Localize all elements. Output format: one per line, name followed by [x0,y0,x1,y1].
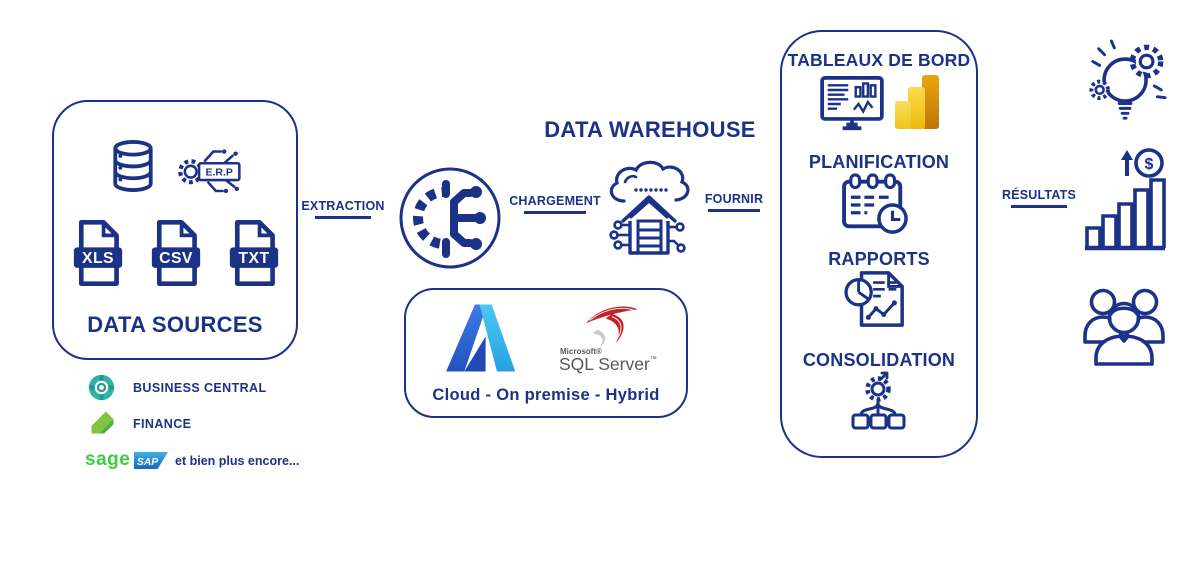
dollar-sign: $ [1145,156,1154,173]
xls-file-icon: XLS [73,220,123,286]
chargement-label: CHARGEMENT [505,194,605,214]
txt-file-icon: TXT [229,220,279,286]
fournir-arrow [708,209,760,212]
extraction-text: EXTRACTION [301,199,385,213]
erp-icon: E.R.P [178,149,241,194]
microsoft-label: Microsoft® [560,347,602,356]
sql-server-tm: ™ [649,356,657,363]
dashboards-title: TABLEAUX DE BORD [787,50,971,70]
business-central-label: BUSINESS CENTRAL [133,381,267,395]
more-sources-label: et bien plus encore... [175,454,300,468]
extraction-label: EXTRACTION [298,199,388,219]
finance-label: FINANCE [133,417,192,431]
platform-caption: Cloud - On premise - Hybrid [432,386,660,404]
resultats-text: RÉSULTATS [1001,188,1077,202]
sql-server-label: SQL Server™ [559,354,657,374]
calendar-clock-icon [842,173,908,234]
fournir-label: FOURNIR [698,192,770,212]
consolidation-title: CONSOLIDATION [802,350,956,370]
chargement-text: CHARGEMENT [509,194,601,208]
erp-label: E.R.P [206,167,233,178]
fournir-text: FOURNIR [704,192,764,206]
resultats-arrow [1011,205,1067,208]
azure-logo [446,304,516,372]
data-sources-title: DATA SOURCES [87,312,263,337]
csv-label: CSV [159,250,193,267]
idea-gears-icon [1089,39,1167,120]
sql-server-logo [586,306,638,348]
growth-chart-icon: $ [1085,148,1166,251]
sap-label: SAP [137,457,158,468]
business-central-logo [88,374,115,401]
outputs-box: TABLEAUX DE BORD PLANIFICATION [780,30,978,458]
warehouse-icon [609,160,690,255]
consolidation-icon [851,371,906,430]
monitor-dashboard-icon [820,76,884,131]
csv-file-icon: CSV [151,220,201,286]
database-icon [113,140,153,192]
planning-title: PLANIFICATION [808,152,950,172]
sage-logo: sage [85,449,131,470]
sap-logo: SAP [134,452,168,469]
xls-label: XLS [82,250,114,267]
txt-label: TXT [238,250,269,267]
chargement-arrow [524,211,586,214]
team-icon [1083,288,1165,366]
resultats-label: RÉSULTATS [1000,188,1078,208]
extraction-arrow [315,216,371,219]
data-warehouse-title: DATA WAREHOUSE [544,117,756,142]
reports-title: RAPPORTS [828,249,930,269]
power-bi-logo [895,75,939,129]
data-sources-box: E.R.P XLS CSV TXT DATA SOURCES [52,100,298,360]
finance-logo [91,411,114,434]
platform-box: Microsoft® SQL Server™ Cloud - On premis… [404,288,688,418]
sql-server-text: SQL Server [559,354,650,374]
etl-gear-icon [399,167,501,269]
report-icon [844,271,904,327]
